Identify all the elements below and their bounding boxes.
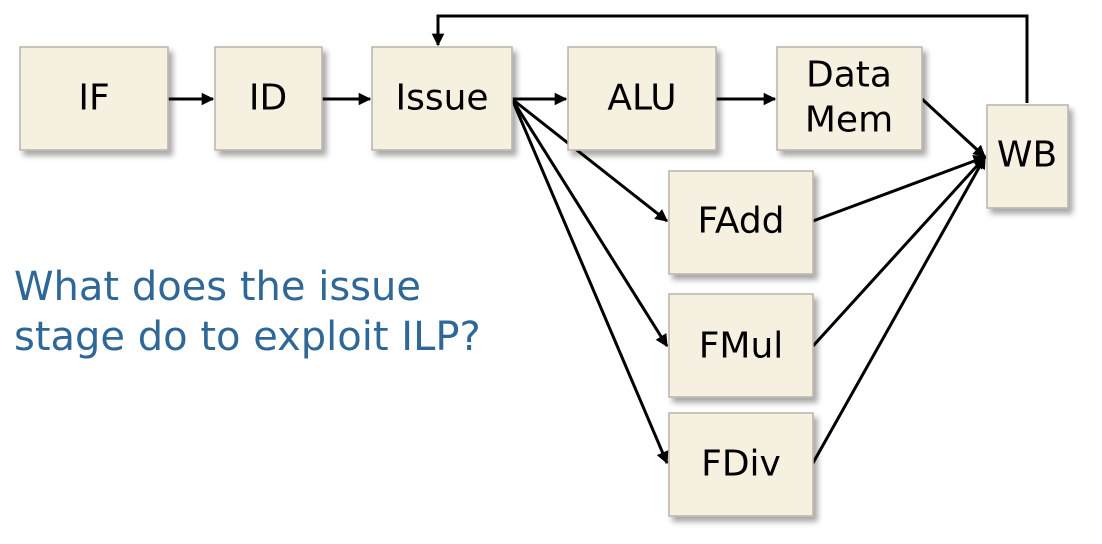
node-fdiv-box — [668, 412, 814, 517]
node-issue: Issue — [371, 46, 513, 151]
node-datamem-box — [776, 46, 923, 151]
node-id: ID — [214, 46, 323, 151]
node-fmul: FMul — [668, 293, 814, 398]
node-if-label: IF — [78, 78, 109, 119]
arrow-issue-to-fdiv — [510, 98, 669, 465]
arrow-fdiv-to-wb — [811, 155, 987, 464]
question-line-1: What does the issue — [14, 264, 421, 310]
arrow-wb-feedback-to-issue — [431, 14, 1029, 103]
node-id-label: ID — [249, 78, 287, 119]
node-fmul-label: FMul — [699, 326, 784, 367]
arrow-issue-to-fadd — [511, 97, 668, 223]
node-if: IF — [19, 46, 169, 151]
node-fdiv-label: FDiv — [701, 444, 781, 485]
arrow-issue-to-fmul — [510, 98, 669, 348]
node-alu-label: ALU — [607, 78, 676, 119]
node-fadd-box — [668, 170, 814, 275]
node-datamem: Data Mem — [776, 46, 923, 151]
node-datamem-label-line1: Data — [806, 55, 892, 96]
node-fadd: FAdd — [668, 170, 814, 275]
question-line-2: stage do to exploit ILP? — [14, 314, 481, 360]
node-wb-box — [986, 104, 1069, 209]
node-fadd-label: FAdd — [697, 201, 784, 242]
arrows — [168, 14, 1029, 465]
node-alu: ALU — [567, 46, 717, 151]
question-text: What does the issue stage do to exploit … — [14, 262, 574, 362]
node-alu-box — [567, 46, 717, 151]
arrow-fmul-to-wb — [811, 155, 987, 348]
node-wb: WB — [986, 104, 1069, 209]
node-issue-label: Issue — [395, 78, 488, 119]
node-id-box — [214, 46, 323, 151]
node-issue-box — [371, 46, 513, 151]
node-datamem-label-line2: Mem — [805, 100, 893, 141]
node-fdiv: FDiv — [668, 412, 814, 517]
node-fmul-box — [668, 293, 814, 398]
node-if-box — [19, 46, 169, 151]
arrow-datamem-to-wb — [920, 97, 987, 159]
arrow-fadd-to-wb — [812, 155, 987, 223]
node-wb-label: WB — [997, 135, 1057, 176]
